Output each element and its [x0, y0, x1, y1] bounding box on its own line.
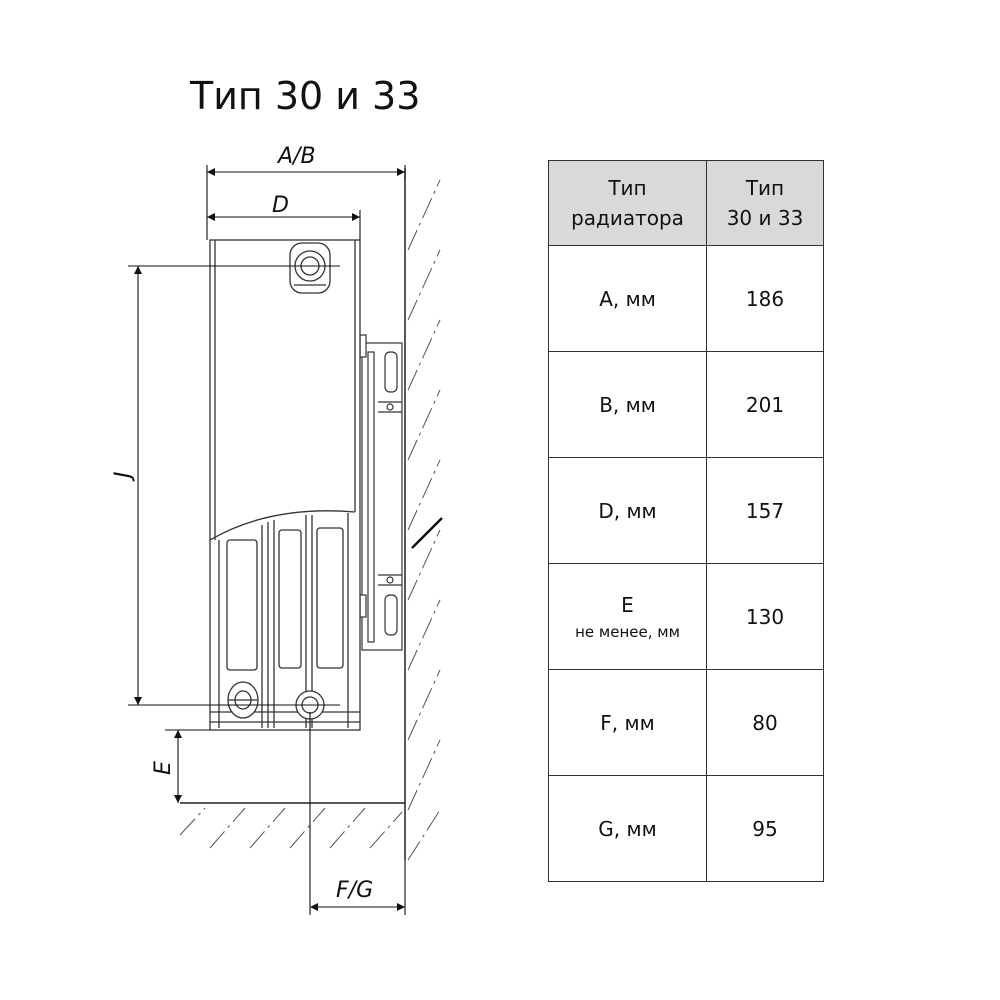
floor: [179, 802, 405, 849]
dimensions-table: Тип радиатора Тип 30 и 33 A, мм 186 B, м…: [548, 160, 824, 882]
table-cell-value: 130: [706, 563, 824, 670]
table-cell-param: A, мм: [548, 245, 707, 352]
table-header-type-30-33: Тип 30 и 33: [706, 160, 824, 246]
table-row: G, мм 95: [548, 775, 824, 882]
table-row: A, мм 186: [548, 245, 824, 352]
dimension-label-e: E: [151, 761, 176, 775]
table-row: D, мм 157: [548, 457, 824, 564]
wall-bracket: [359, 334, 403, 651]
dimension-label-ab: A/B: [276, 144, 316, 169]
dimension-label-d: D: [272, 193, 289, 218]
table-cell-param: F, мм: [548, 669, 707, 776]
dimension-label-j: J: [111, 472, 136, 483]
table-cell-param-note: не менее, мм: [575, 622, 680, 641]
table-row: B, мм 201: [548, 351, 824, 458]
table-row: E не менее, мм 130: [548, 563, 824, 670]
table-cell-value: 80: [706, 669, 824, 776]
table-cell-param: G, мм: [548, 775, 707, 882]
table-cell-param: E не менее, мм: [548, 563, 707, 670]
table-header-row: Тип радиатора Тип 30 и 33: [548, 160, 824, 246]
dimension-label-fg: F/G: [336, 878, 373, 903]
table-cell-param-main: E: [621, 592, 634, 617]
page-title: Тип 30 и 33: [190, 74, 421, 118]
table-cell-value: 201: [706, 351, 824, 458]
radiator-body: [209, 239, 361, 731]
table-cell-value: 95: [706, 775, 824, 882]
table-header-type: Тип радиатора: [548, 160, 707, 246]
table-cell-value: 157: [706, 457, 824, 564]
wall: [404, 168, 443, 861]
table-row: F, мм 80: [548, 669, 824, 776]
dimension-lines: [128, 165, 406, 915]
table-cell-value: 186: [706, 245, 824, 352]
table-cell-param: B, мм: [548, 351, 707, 458]
table-cell-param: D, мм: [548, 457, 707, 564]
